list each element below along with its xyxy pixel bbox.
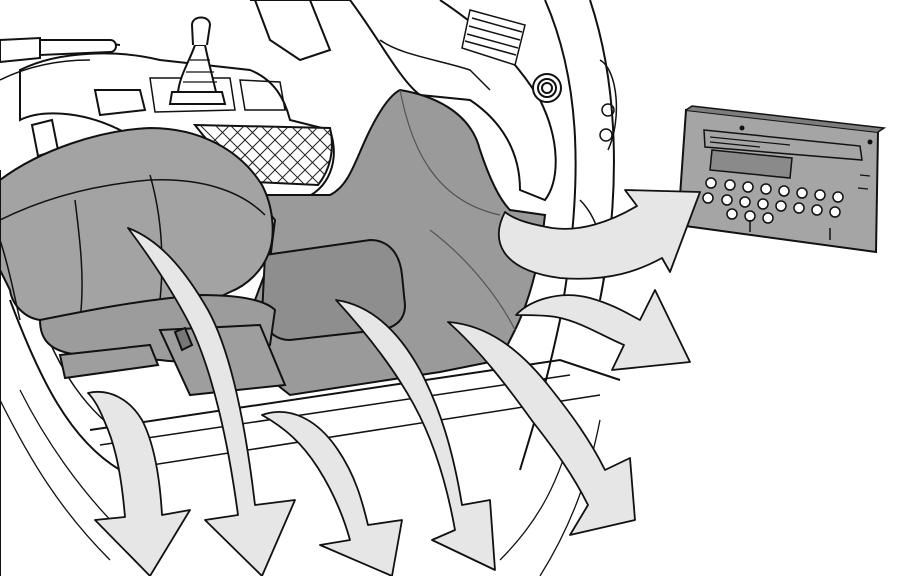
relay-fuse-panel (678, 106, 884, 252)
gear-lever (170, 18, 225, 105)
arrow-to-fuse-panel (499, 190, 700, 279)
arrow-right (516, 290, 690, 370)
dashboard-knob (533, 74, 561, 102)
arrow-down-1 (88, 392, 190, 576)
